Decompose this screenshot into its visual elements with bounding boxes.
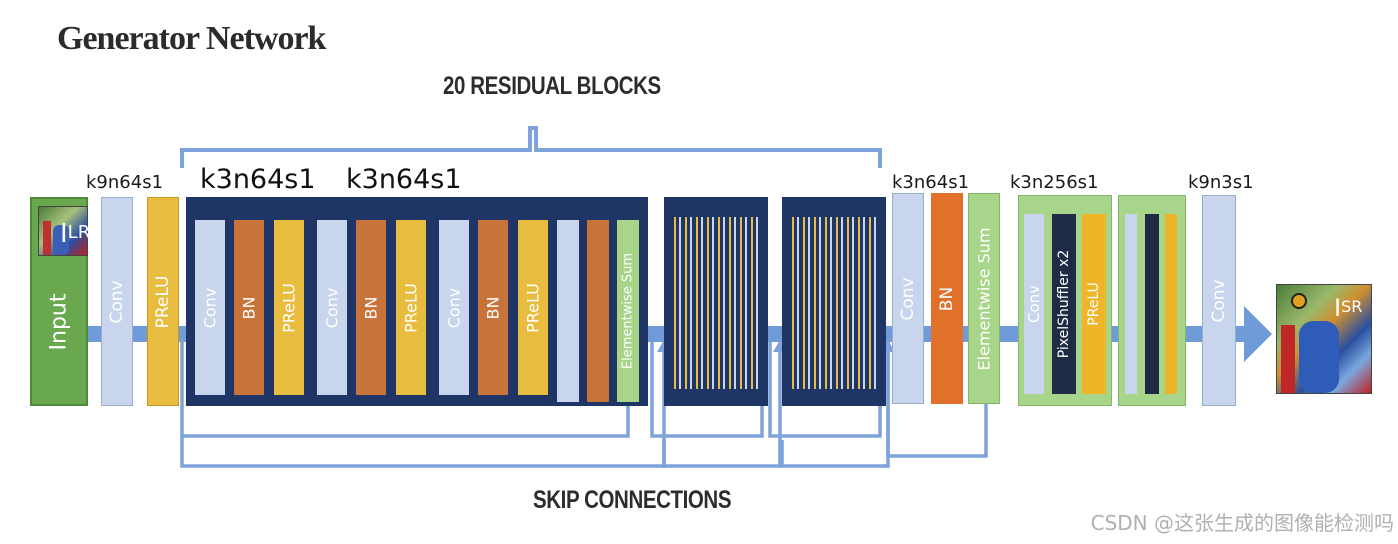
main-flow-arrowhead (1244, 306, 1272, 362)
prelu-block-first: PReLU (147, 197, 179, 406)
input-label: Input (46, 293, 72, 351)
res-conv-2: Conv (317, 220, 347, 395)
skip-connections-caption: SKIP CONNECTIONS (533, 486, 732, 514)
res-bn-1: BN (234, 220, 264, 395)
res-prelu-1: PReLU (274, 220, 304, 395)
upsample-block-2 (1118, 195, 1186, 406)
sr-image (1276, 284, 1372, 394)
res-conv-4 (557, 220, 579, 402)
res-sum: Elementwise Sum (617, 220, 639, 402)
res-bn-2: BN (356, 220, 386, 395)
upsample-conv-2 (1125, 214, 1137, 394)
pixelshuffler-1: PixelShuffler x2 (1052, 214, 1076, 394)
lr-caption: ILR (60, 219, 91, 249)
watermark: CSDN @这张生成的图像能检测吗 (1090, 511, 1394, 535)
residual-panel-compressed-1 (664, 197, 768, 406)
res-prelu-3: PReLU (518, 220, 548, 395)
label-k3n64s1-c: k3n64s1 (892, 172, 970, 193)
upsample-conv-1: Conv (1024, 214, 1044, 394)
residual-blocks-caption: 20 RESIDUAL BLOCKS (443, 72, 661, 100)
res-bn-3: BN (478, 220, 508, 395)
post-bn-block: BN (931, 193, 963, 404)
upsample-prelu-2 (1165, 214, 1177, 394)
sr-caption: ISR (1334, 294, 1363, 322)
pixelshuffler-2 (1145, 214, 1159, 394)
res-prelu-2: PReLU (396, 220, 426, 395)
label-k9n64s1-first: k9n64s1 (86, 172, 164, 193)
post-conv-block: Conv (892, 193, 924, 404)
diagram-title: Generator Network (57, 20, 326, 57)
res-conv-3: Conv (439, 220, 469, 395)
final-conv-block: Conv (1202, 195, 1236, 406)
label-k3n256s1: k3n256s1 (1010, 172, 1099, 193)
res-conv-1: Conv (195, 220, 225, 395)
res-bn-4 (587, 220, 609, 402)
post-sum-block: Elementwise Sum (968, 193, 1000, 404)
label-k9n3s1: k9n3s1 (1188, 172, 1254, 193)
residual-panel-compressed-2 (782, 197, 886, 406)
upsample-prelu-1: PReLU (1082, 214, 1106, 394)
label-k3n64s1-a: k3n64s1 (200, 164, 316, 195)
conv-block-first: Conv (101, 197, 133, 406)
lr-image (38, 206, 88, 256)
residual-bracket (180, 126, 882, 168)
label-k3n64s1-b: k3n64s1 (346, 164, 462, 195)
upsample-block-1: Conv PixelShuffler x2 PReLU (1018, 195, 1112, 406)
